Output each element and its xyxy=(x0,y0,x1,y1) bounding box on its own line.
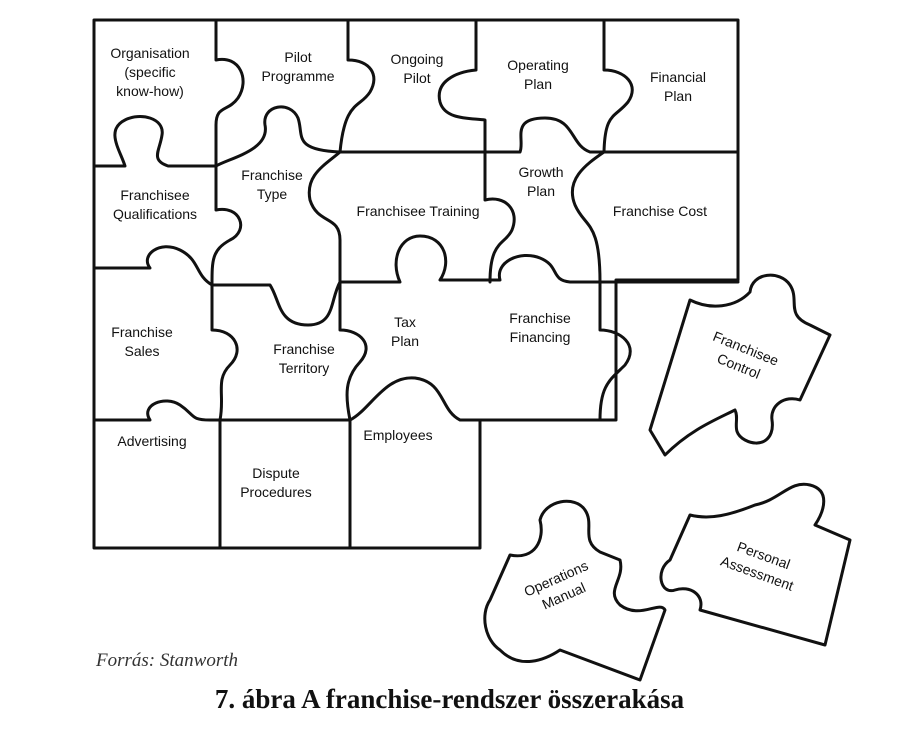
seam-col3 xyxy=(437,18,516,284)
loose-piece-operations-manual xyxy=(483,499,667,682)
piece-label-line: Dispute xyxy=(252,465,300,481)
piece-label-line: Plan xyxy=(524,76,552,92)
loose-piece-personal-assessment xyxy=(659,482,852,647)
piece-label-line: Financial xyxy=(650,69,706,85)
figure-caption: 7. ábra A franchise-rendszer összerakása xyxy=(214,684,685,714)
piece-label-franchisee-training: Franchisee Training xyxy=(357,203,480,219)
piece-label-line: Organisation xyxy=(110,45,189,61)
piece-label-personal-assessment: PersonalAssessment xyxy=(719,535,803,594)
piece-label-line: Financing xyxy=(510,329,571,345)
seam-row1 xyxy=(92,105,740,168)
piece-label-line: Territory xyxy=(279,360,330,376)
piece-label-line: Growth xyxy=(518,164,563,180)
piece-label-line: Franchisee xyxy=(120,187,189,203)
piece-label-advertising: Advertising xyxy=(117,433,186,449)
piece-label-line: Sales xyxy=(124,343,159,359)
loose-piece-franchisee-control xyxy=(648,273,832,457)
piece-label-line: Plan xyxy=(664,88,692,104)
seam-row2 xyxy=(92,234,740,327)
piece-label-line: Pilot xyxy=(284,49,311,65)
piece-label-line: Franchise xyxy=(509,310,571,326)
seam-col4 xyxy=(570,18,634,422)
piece-label-line: Pilot xyxy=(403,70,430,86)
source-note: Forrás: Stanworth xyxy=(96,650,238,671)
piece-label-line: know-how) xyxy=(116,83,184,99)
piece-label-line: Plan xyxy=(527,183,555,199)
seam-col1 xyxy=(210,18,245,550)
piece-label-line: Operating xyxy=(507,57,568,73)
piece-label-line: Programme xyxy=(261,68,334,84)
piece-label-line: Franchise xyxy=(111,324,173,340)
piece-label-line: Franchise Cost xyxy=(613,203,707,219)
piece-label-line: Procedures xyxy=(240,484,312,500)
seam-col2 xyxy=(307,18,376,550)
piece-label-organisation: Organisation (specific know-how) xyxy=(110,45,189,99)
piece-label-line: Employees xyxy=(363,427,432,443)
piece-label-operations-manual: OperationsManual xyxy=(521,557,598,617)
piece-label-line: Tax xyxy=(394,314,416,330)
piece-label-line: Plan xyxy=(391,333,419,349)
puzzle-outline xyxy=(92,18,740,550)
piece-label-line: Franchise xyxy=(273,341,335,357)
piece-label-line: Ongoing xyxy=(391,51,444,67)
seam-row3 xyxy=(92,376,482,422)
piece-label-line: Franchisee Training xyxy=(357,203,480,219)
piece-label-line: Qualifications xyxy=(113,206,197,222)
piece-label-franchise-cost: Franchise Cost xyxy=(613,203,707,219)
piece-label-line: (specific xyxy=(124,64,175,80)
piece-label-line: Franchise xyxy=(241,167,303,183)
piece-label-line: Advertising xyxy=(117,433,186,449)
piece-label-employees: Employees xyxy=(363,427,432,443)
piece-label-line: Type xyxy=(257,186,288,202)
piece-label-franchisee-control: FranchiseeControl xyxy=(704,328,782,386)
